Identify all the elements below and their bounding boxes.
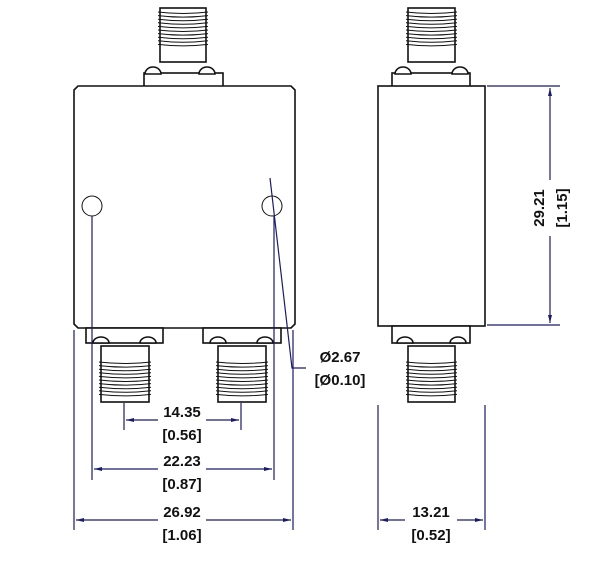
thread-line [405, 40, 458, 43]
thread-line [215, 393, 269, 397]
thread-line [405, 11, 458, 14]
thread-line [405, 15, 458, 18]
dimension-arrow [264, 467, 272, 471]
dimension-arrow [548, 315, 552, 323]
thread-line [215, 383, 269, 386]
dim-label-mm: 29.21 [531, 189, 548, 227]
thread-line [157, 40, 209, 43]
thread-line [98, 368, 152, 372]
thread-line [405, 43, 458, 47]
thread-line [98, 390, 152, 393]
dim-body-height: 29.21 [1.15] [487, 85, 571, 326]
thread-line [157, 29, 209, 32]
thread-line [98, 372, 152, 375]
side-top-connector [391, 7, 471, 88]
dim-hole-diameter: Ø2.67 [Ø0.10] [269, 177, 366, 389]
thread-line [405, 368, 458, 372]
thread-lines [215, 361, 269, 397]
thread-lines [405, 361, 458, 397]
thread-line [215, 368, 269, 372]
dim-hole-spacing: 22.23 [0.87] [91, 216, 275, 493]
thread-line [405, 379, 458, 382]
thread-line [157, 33, 209, 36]
dim-connector-spacing: 14.35 [0.56] [123, 403, 242, 444]
thread-line [98, 375, 152, 379]
thread-line [157, 11, 209, 14]
dim-label-mm: 26.92 [163, 504, 201, 521]
thread-line [157, 36, 209, 40]
thread-line [215, 365, 269, 368]
thread-line [405, 390, 458, 393]
thread-line [405, 393, 458, 397]
thread-line [405, 18, 458, 22]
thread-line [215, 372, 269, 375]
front-body [73, 85, 296, 329]
thread-line [215, 375, 269, 379]
thread-line [98, 393, 152, 397]
thread-line [405, 29, 458, 32]
dim-label-mm: 13.21 [412, 504, 450, 521]
dim-body-width: 26.92 [1.06] [73, 330, 294, 544]
side-body [377, 85, 486, 327]
dim-label-in: [1.06] [162, 527, 201, 544]
thread-line [98, 379, 152, 382]
thread-line [405, 25, 458, 29]
thread-line [98, 361, 152, 364]
dim-label-mm: 22.23 [163, 453, 201, 470]
thread-line [157, 15, 209, 18]
dimension-arrow [283, 518, 291, 522]
dim-body-depth: 13.21 [0.52] [377, 405, 486, 544]
dim-label-in: [0.87] [162, 476, 201, 493]
top-connector [143, 7, 224, 88]
bottom-connector-right [202, 327, 282, 403]
dim-label-in: [Ø0.10] [315, 372, 366, 389]
side-bottom-connector [391, 325, 471, 403]
thread-line [405, 365, 458, 368]
thread-line [405, 372, 458, 375]
thread-line [215, 390, 269, 393]
dimension-arrow [231, 418, 239, 422]
thread-line [215, 386, 269, 390]
thread-line [405, 383, 458, 386]
thread-line [98, 386, 152, 390]
thread-line [157, 25, 209, 29]
thread-line [405, 361, 458, 364]
dim-label-mm: Ø2.67 [320, 349, 361, 366]
thread-lines [157, 11, 209, 47]
thread-line [215, 379, 269, 382]
thread-line [157, 43, 209, 47]
thread-line [98, 383, 152, 386]
side-view: 29.21 [1.15] 13.21 [0.52] [377, 7, 571, 544]
dim-label-mm: 14.35 [163, 404, 201, 421]
thread-line [405, 386, 458, 390]
thread-line [157, 22, 209, 25]
bottom-connector-left [85, 327, 164, 403]
dim-label-in: [0.52] [411, 527, 450, 544]
thread-line [405, 33, 458, 36]
front-view: 14.35 [0.56] 22.23 [0.87] 26.92 [1.06] Ø… [73, 7, 366, 544]
thread-line [98, 365, 152, 368]
dimension-arrow [548, 88, 552, 96]
dim-label-in: [1.15] [554, 188, 571, 227]
dimension-arrow [126, 418, 134, 422]
thread-lines [98, 361, 152, 397]
dimension-arrow [76, 518, 84, 522]
thread-line [405, 22, 458, 25]
thread-line [215, 361, 269, 364]
thread-line [405, 375, 458, 379]
thread-line [157, 18, 209, 22]
dimension-arrow [475, 518, 483, 522]
dim-label-in: [0.56] [162, 427, 201, 444]
dimension-arrow [94, 467, 102, 471]
dimension-arrow [380, 518, 388, 522]
thread-line [405, 36, 458, 40]
dimension-arrows [76, 88, 552, 522]
thread-lines [405, 11, 458, 47]
